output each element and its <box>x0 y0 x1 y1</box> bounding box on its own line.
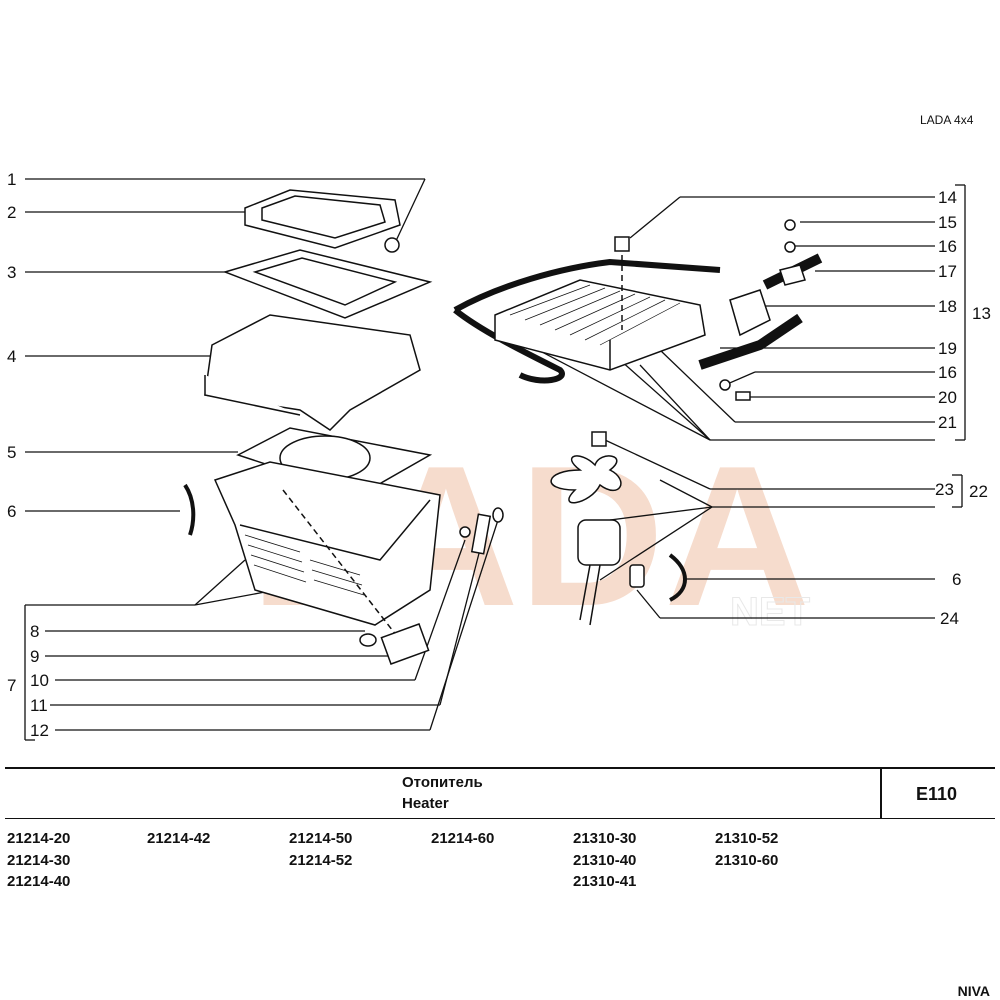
callout-15: 15 <box>938 213 957 232</box>
model-code: 21214-52 <box>289 851 353 869</box>
part-rubber-bush <box>591 431 607 447</box>
callout-6: 6 <box>7 502 17 521</box>
parts <box>183 189 823 665</box>
title-block: Отопитель Heater <box>402 772 483 814</box>
callout-1: 1 <box>7 170 17 189</box>
divider-bottom <box>5 818 995 819</box>
title-ru: Отопитель <box>402 774 483 791</box>
part-electric-motor <box>577 519 621 566</box>
part-bracket <box>470 513 492 555</box>
callout-22: 22 <box>969 482 988 501</box>
model-code: 21214-60 <box>431 830 495 847</box>
callout-12: 12 <box>30 721 49 740</box>
model-code: 21214-40 <box>7 873 71 890</box>
callout-20: 20 <box>938 388 957 407</box>
part-heater-valve <box>729 289 771 337</box>
divider-vertical <box>880 767 882 819</box>
callout-10: 10 <box>30 671 49 690</box>
callout-21: 21 <box>938 413 957 432</box>
section-code: E110 <box>916 784 958 804</box>
callout-5: 5 <box>7 443 17 462</box>
model-code: 21310-60 <box>715 851 779 869</box>
divider-top <box>5 767 995 769</box>
part-flap-lever <box>380 623 430 665</box>
callout-14: 14 <box>938 188 957 207</box>
callout-23: 23 <box>935 480 954 499</box>
heater-exploded-diagram: LADA NET <box>24 178 966 741</box>
part-fan-impeller <box>550 455 622 504</box>
model-code: 21310-52 <box>715 830 779 847</box>
model-code: 21310-41 <box>573 873 637 890</box>
part-upper-housing <box>204 314 421 431</box>
callout-11: 11 <box>30 696 48 715</box>
model-code: 21214-20 <box>7 830 71 847</box>
callout-17: 17 <box>938 262 957 281</box>
part-seal <box>614 236 630 252</box>
title-en: Heater <box>402 795 449 812</box>
part-nut <box>384 237 400 253</box>
callout-16: 16 <box>938 237 957 256</box>
model-label: LADA 4x4 <box>920 113 974 127</box>
model-code: 21214-42 <box>147 830 211 847</box>
callout-4: 4 <box>7 347 17 366</box>
callout-2: 2 <box>7 203 17 222</box>
model-code: 21310-30 <box>573 830 637 847</box>
model-code: 21310-40 <box>573 851 637 869</box>
model-code: 21214-30 <box>7 851 71 869</box>
callout-3: 3 <box>7 263 17 282</box>
footer-label: NIVA <box>957 983 990 999</box>
callout-7: 7 <box>7 676 17 695</box>
callout-19: 19 <box>938 339 957 358</box>
svg-text:NET: NET <box>730 590 810 634</box>
part-resistor <box>629 564 645 588</box>
callout-24: 24 <box>940 609 959 628</box>
callout-6b: 6 <box>952 570 962 589</box>
callout-16b: 16 <box>938 363 957 382</box>
callout-18: 18 <box>938 297 957 316</box>
model-code: 21214-50 <box>289 830 353 847</box>
callout-9: 9 <box>30 647 40 666</box>
callout-8: 8 <box>30 622 40 641</box>
leader-lines <box>24 178 966 741</box>
callout-13: 13 <box>972 304 991 323</box>
part-heater-core <box>494 279 706 371</box>
